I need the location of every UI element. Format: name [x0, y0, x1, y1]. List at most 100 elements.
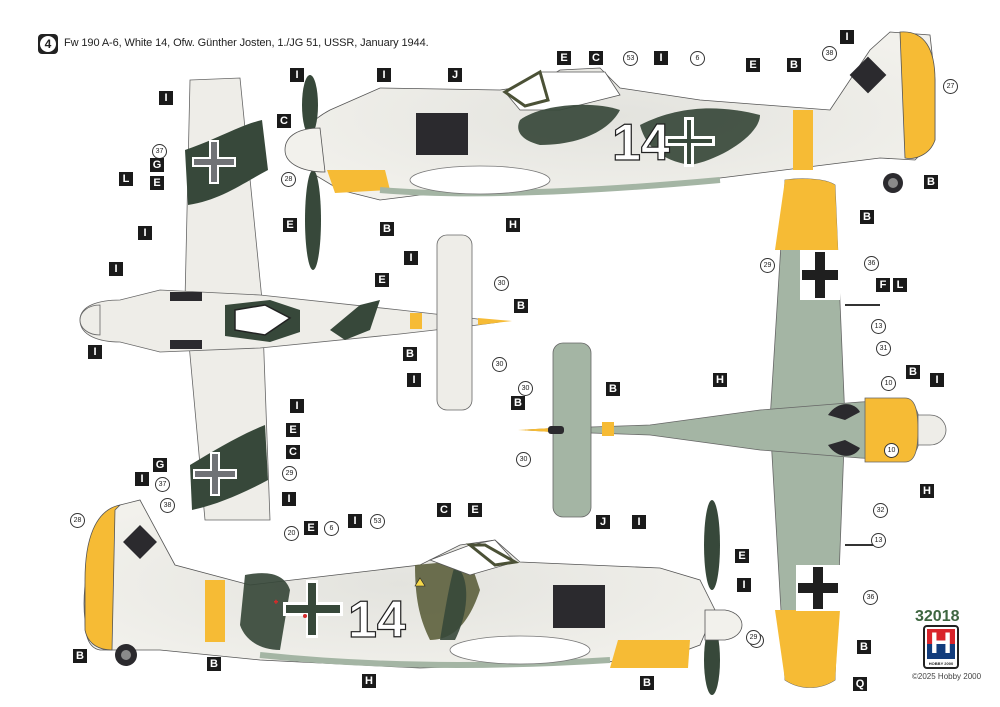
paint-color-callout: B [906, 365, 920, 379]
fuselage-code: 14 [612, 114, 670, 172]
paint-color-callout: E [150, 176, 164, 190]
decal-number-callout: 27 [943, 79, 958, 94]
decal-number-callout: 30 [492, 357, 507, 372]
paint-color-callout: I [737, 578, 751, 592]
paint-color-callout: I [290, 399, 304, 413]
paint-color-callout: B [403, 347, 417, 361]
copyright-text: ©2025 Hobby 2000 [912, 672, 982, 681]
decal-number-callout: 38 [822, 46, 837, 61]
paint-color-callout: I [930, 373, 944, 387]
paint-color-callout: Q [853, 677, 867, 691]
logo-letter: H [930, 627, 952, 660]
decal-number-callout: 29 [282, 466, 297, 481]
paint-color-callout: B [787, 58, 801, 72]
wing-cross-lower [193, 452, 237, 496]
profile-number: 4 [40, 36, 56, 52]
paint-color-callout: J [448, 68, 462, 82]
paint-color-callout: G [150, 158, 164, 172]
paint-color-callout: C [277, 114, 291, 128]
paint-color-callout: I [407, 373, 421, 387]
decal-number-callout: 38 [160, 498, 175, 513]
paint-color-callout: B [514, 299, 528, 313]
paint-color-callout: I [404, 251, 418, 265]
paint-color-callout: B [640, 676, 654, 690]
paint-color-callout: B [207, 657, 221, 671]
logo-blue-band [927, 644, 955, 659]
paint-color-callout: B [511, 396, 525, 410]
paint-color-callout: G [153, 458, 167, 472]
paint-color-callout: E [746, 58, 760, 72]
paint-color-callout: I [654, 51, 668, 65]
decal-number-callout: 6 [324, 521, 339, 536]
logo-text: HOBBY 2000 [928, 661, 954, 666]
decal-number-callout: 36 [864, 256, 879, 271]
paint-color-callout: I [138, 226, 152, 240]
paint-color-callout: I [632, 515, 646, 529]
decal-number-callout: 28 [70, 513, 85, 528]
paint-color-callout: H [920, 484, 934, 498]
paint-color-callout: C [437, 503, 451, 517]
decal-number-callout: 30 [518, 381, 533, 396]
paint-color-callout: L [893, 278, 907, 292]
top-plan-view [79, 77, 512, 521]
paint-color-callout: B [860, 210, 874, 224]
paint-color-callout: J [596, 515, 610, 529]
paint-color-callout: B [606, 382, 620, 396]
decal-number-callout: 30 [516, 452, 531, 467]
paint-color-callout: I [290, 68, 304, 82]
logo-red-band [927, 629, 955, 644]
right-profile-view: 14 [83, 499, 743, 695]
decal-number-callout: 30 [494, 276, 509, 291]
decal-number-callout: 28 [281, 172, 296, 187]
kit-number: 32018 [915, 608, 960, 625]
fuselage-code: 14 [348, 591, 406, 649]
paint-color-callout: C [286, 445, 300, 459]
decal-number-callout: 20 [284, 526, 299, 541]
paint-color-callout: E [557, 51, 571, 65]
paint-color-callout: E [735, 549, 749, 563]
decal-number-callout: 13 [871, 319, 886, 334]
paint-color-callout: H [362, 674, 376, 688]
paint-color-callout: B [924, 175, 938, 189]
decal-number-callout: 10 [884, 443, 899, 458]
hobby-2000-logo: H HOBBY 2000 [923, 625, 959, 669]
decal-number-callout: 36 [863, 590, 878, 605]
decal-number-callout: 37 [155, 477, 170, 492]
balkenkreuz [665, 117, 715, 167]
underwing-cross-lower [796, 565, 840, 611]
decal-number-callout: 37 [152, 144, 167, 159]
page-title: Fw 190 A-6, White 14, Ofw. Günther Joste… [64, 37, 429, 49]
decal-number-callout: 53 [623, 51, 638, 66]
decal-number-callout: 29 [760, 258, 775, 273]
paint-color-callout: H [713, 373, 727, 387]
paint-color-callout: E [283, 218, 297, 232]
paint-color-callout: I [159, 91, 173, 105]
paint-color-callout: F [876, 278, 890, 292]
decal-number-callout: 32 [873, 503, 888, 518]
paint-color-callout: I [840, 30, 854, 44]
paint-color-callout: E [375, 273, 389, 287]
paint-color-callout: E [304, 521, 318, 535]
left-profile-view: 14 [284, 31, 936, 270]
paint-color-callout: B [380, 222, 394, 236]
paint-color-callout: H [506, 218, 520, 232]
paint-color-callout: I [348, 514, 362, 528]
paint-color-callout: B [73, 649, 87, 663]
paint-color-callout: I [282, 492, 296, 506]
paint-color-callout: I [135, 472, 149, 486]
paint-color-callout: L [119, 172, 133, 186]
decal-number-callout: 53 [370, 514, 385, 529]
bottom-plan-view [518, 178, 947, 688]
decal-number-callout: 13 [871, 533, 886, 548]
paint-color-callout: B [857, 640, 871, 654]
profile-number-badge: 4 [38, 34, 58, 54]
wing-cross-upper [192, 140, 236, 184]
paint-color-callout: I [88, 345, 102, 359]
underwing-cross-upper [800, 250, 840, 300]
paint-color-callout: E [286, 423, 300, 437]
paint-color-callout: E [468, 503, 482, 517]
decal-number-callout: 6 [690, 51, 705, 66]
decal-number-callout: 29 [746, 630, 761, 645]
